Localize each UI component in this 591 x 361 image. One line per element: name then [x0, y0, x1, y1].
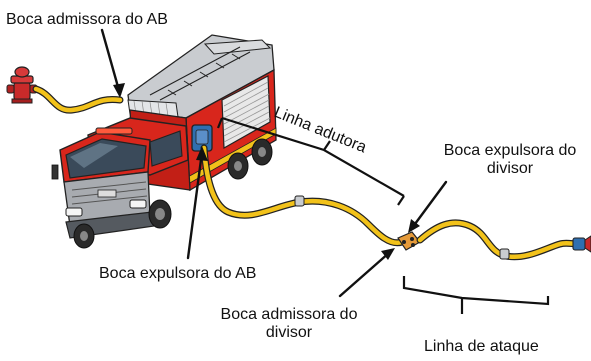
label-boca-expulsora-divisor-line2: divisor	[486, 160, 534, 177]
arrow-boca-admissora-ab	[100, 28, 122, 96]
bracket-linha-adutora	[216, 116, 405, 206]
arrow-boca-expulsora-ab	[186, 150, 204, 260]
hose-coupling-icon	[499, 248, 510, 260]
bracket-linha-ataque	[402, 276, 550, 314]
label-boca-expulsora-divisor: Boca expulsora do divisor	[434, 142, 586, 178]
label-boca-expulsora-divisor-line1: Boca expulsora do	[443, 142, 577, 159]
label-boca-admissora-divisor: Boca admissora do divisor	[214, 306, 364, 342]
nozzle-icon	[572, 235, 591, 253]
hydrant-icon	[6, 66, 38, 104]
label-linha-ataque: Linha de ataque	[424, 338, 539, 355]
label-boca-expulsora-ab: Boca expulsora do AB	[99, 265, 257, 282]
arrow-boca-expulsora-divisor	[410, 180, 448, 230]
arrow-boca-admissora-divisor	[338, 250, 392, 298]
label-boca-admissora-divisor-line2: divisor	[265, 324, 313, 341]
label-boca-admissora-divisor-line1: Boca admissora do	[220, 306, 358, 323]
hose-coupling-icon	[294, 195, 305, 207]
label-boca-admissora-ab: Boca admissora do AB	[6, 11, 168, 28]
fire-truck	[51, 34, 277, 249]
